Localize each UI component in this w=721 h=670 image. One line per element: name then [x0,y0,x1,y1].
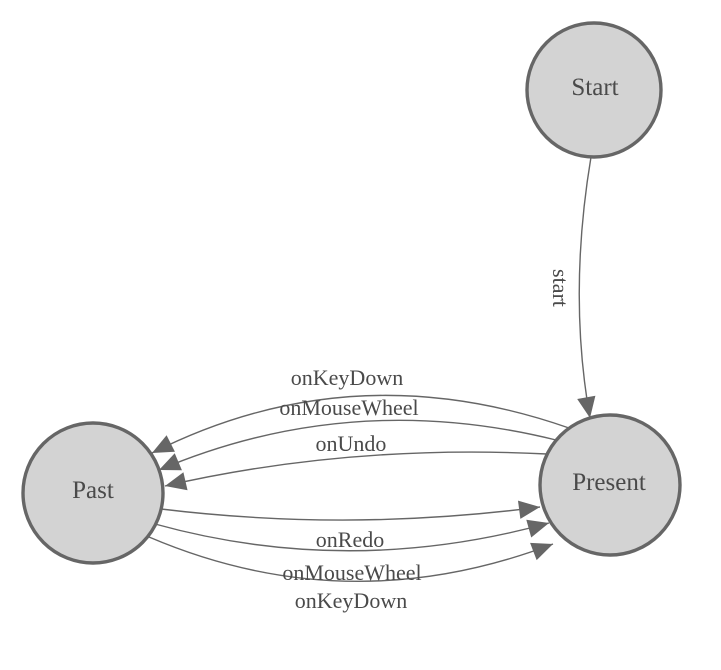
edge-labels-layer: start onKeyDown onMouseWheel onUndo onRe… [279,269,573,613]
node-start-circle [525,21,663,159]
edge-present-to-past-onkeydown [151,394,570,454]
edge-label-start: start [548,269,573,307]
edge-label-onkeydown-bottom: onKeyDown [295,588,407,613]
edge-present-to-past-onmousewheel [158,419,557,471]
edge-label-onkeydown-top: onKeyDown [291,365,403,390]
node-past-circle [21,421,165,565]
edge-past-to-present-onmousewheel [154,519,550,552]
edge-past-to-present-onredo [160,500,541,521]
node-past: Past [21,421,165,565]
node-present: Present [538,413,682,557]
edge-past-to-present-onkeydown [148,536,554,583]
node-present-circle [538,413,682,557]
edge-label-onundo: onUndo [316,431,387,456]
node-past-label: Past [72,477,114,504]
edge-label-onredo: onRedo [316,527,384,552]
edge-label-onmousewheel-top: onMouseWheel [279,395,418,420]
edge-present-to-past-onundo [164,451,548,491]
node-start: Start [525,21,663,159]
edge-start-to-present [577,156,596,419]
edge-label-onmousewheel-bottom: onMouseWheel [282,560,421,585]
node-present-label: Present [572,469,646,496]
node-start-label: Start [571,74,618,101]
edges-layer [148,156,596,583]
